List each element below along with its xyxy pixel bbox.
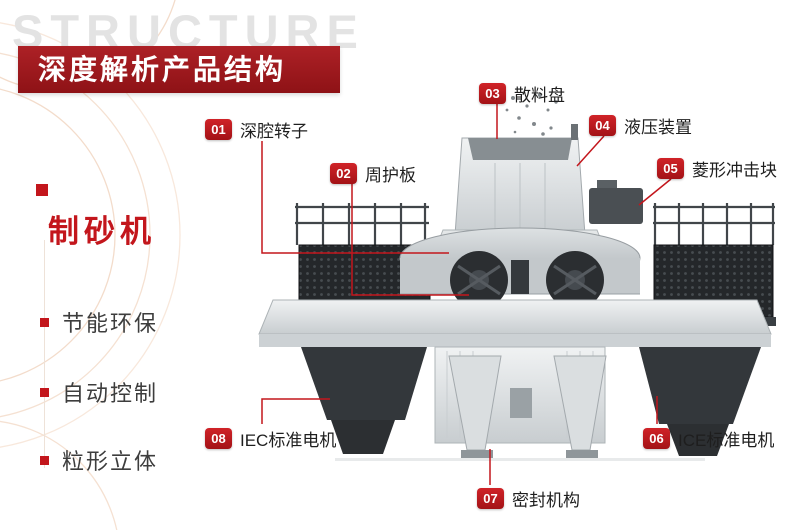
callout-label: 菱形冲击块: [692, 161, 777, 180]
right-railing: [653, 203, 775, 245]
banner-title: 深度解析产品结构: [18, 46, 340, 93]
callout-hydraulic-device: 04 液压装置: [589, 113, 692, 138]
main-deck: [258, 299, 772, 347]
bullet-square-icon: [40, 387, 49, 397]
callout-label: 散料盘: [514, 86, 565, 105]
rotor-casing: [399, 227, 641, 309]
lower-frame: [301, 346, 761, 461]
material-particles: [505, 92, 558, 142]
callout-guard-plate: 02 周护板: [330, 161, 416, 186]
callout-number-badge: 05: [657, 158, 684, 179]
callout-label: 密封机构: [512, 491, 580, 510]
callout-number-badge: 08: [205, 428, 232, 449]
callout-sealing-mechanism: 07 密封机构: [477, 486, 580, 511]
callout-impact-block: 05 菱形冲击块: [657, 156, 777, 181]
bullet-square-icon: [40, 455, 49, 465]
hydraulic-device: [589, 180, 643, 224]
feature-item: 粒形立体: [40, 444, 158, 476]
callout-number-badge: 04: [589, 115, 616, 136]
feature-label: 节能环保: [62, 311, 159, 336]
product-name: 制砂机: [48, 214, 156, 249]
callout-label: 液压装置: [624, 118, 692, 137]
callout-number-badge: 06: [643, 428, 670, 449]
callout-number-badge: 01: [205, 119, 232, 140]
left-guide-line: [44, 240, 45, 468]
bullet-square-icon: [40, 317, 49, 327]
callout-deep-cavity-rotor: 01 深腔转子: [205, 117, 308, 142]
feature-label: 粒形立体: [62, 449, 159, 474]
product-bullet-square: [36, 184, 48, 196]
callout-number-badge: 02: [330, 163, 357, 184]
callout-ice-motor: 06 ICE标准电机: [643, 426, 774, 451]
feature-item: 节能环保: [40, 306, 158, 338]
callout-label: IEC标准电机: [240, 431, 337, 450]
callout-label: ICE标准电机: [678, 431, 775, 450]
callout-number-badge: 03: [479, 83, 506, 104]
feature-label: 自动控制: [62, 381, 159, 406]
feature-item: 自动控制: [40, 376, 158, 408]
callout-distributor-plate: 03 散料盘: [479, 81, 565, 106]
callout-label: 周护板: [365, 166, 416, 185]
callout-number-badge: 07: [477, 488, 504, 509]
left-railing: [295, 203, 429, 245]
callout-iec-motor: 08 IEC标准电机: [205, 426, 336, 451]
callout-label: 深腔转子: [240, 122, 308, 141]
